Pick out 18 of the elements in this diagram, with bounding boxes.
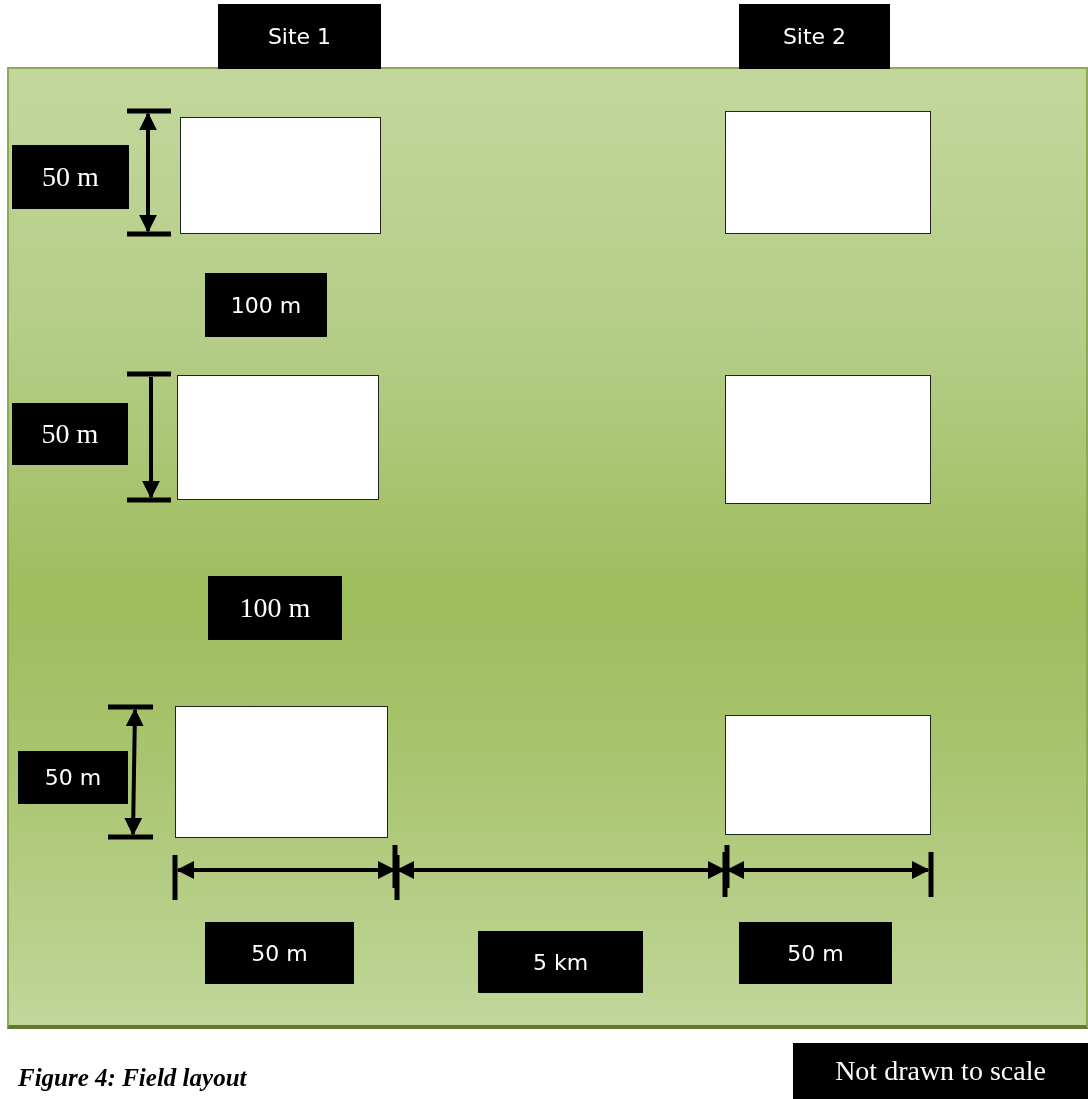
plot-rectangle bbox=[725, 715, 931, 835]
figure-caption: Figure 4: Field layout bbox=[18, 1064, 247, 1092]
dimension-label: 50 m bbox=[205, 922, 354, 984]
plot-rectangle bbox=[180, 117, 381, 234]
dimension-label: 50 m bbox=[18, 751, 128, 804]
plot-rectangle bbox=[725, 111, 931, 234]
plot-rectangle bbox=[175, 706, 388, 838]
dimension-label: 100 m bbox=[208, 576, 342, 640]
plot-rectangle bbox=[177, 375, 379, 500]
site-label: Site 2 bbox=[739, 4, 890, 69]
dimension-label: 100 m bbox=[205, 273, 327, 337]
dimension-label: 50 m bbox=[739, 922, 892, 984]
dimension-label: 5 km bbox=[478, 931, 643, 993]
site-label: Site 1 bbox=[218, 4, 381, 69]
plot-rectangle bbox=[725, 375, 931, 504]
dimension-label: 50 m bbox=[12, 145, 129, 209]
note-label: Not drawn to scale bbox=[793, 1043, 1088, 1099]
dimension-label: 50 m bbox=[12, 403, 128, 465]
